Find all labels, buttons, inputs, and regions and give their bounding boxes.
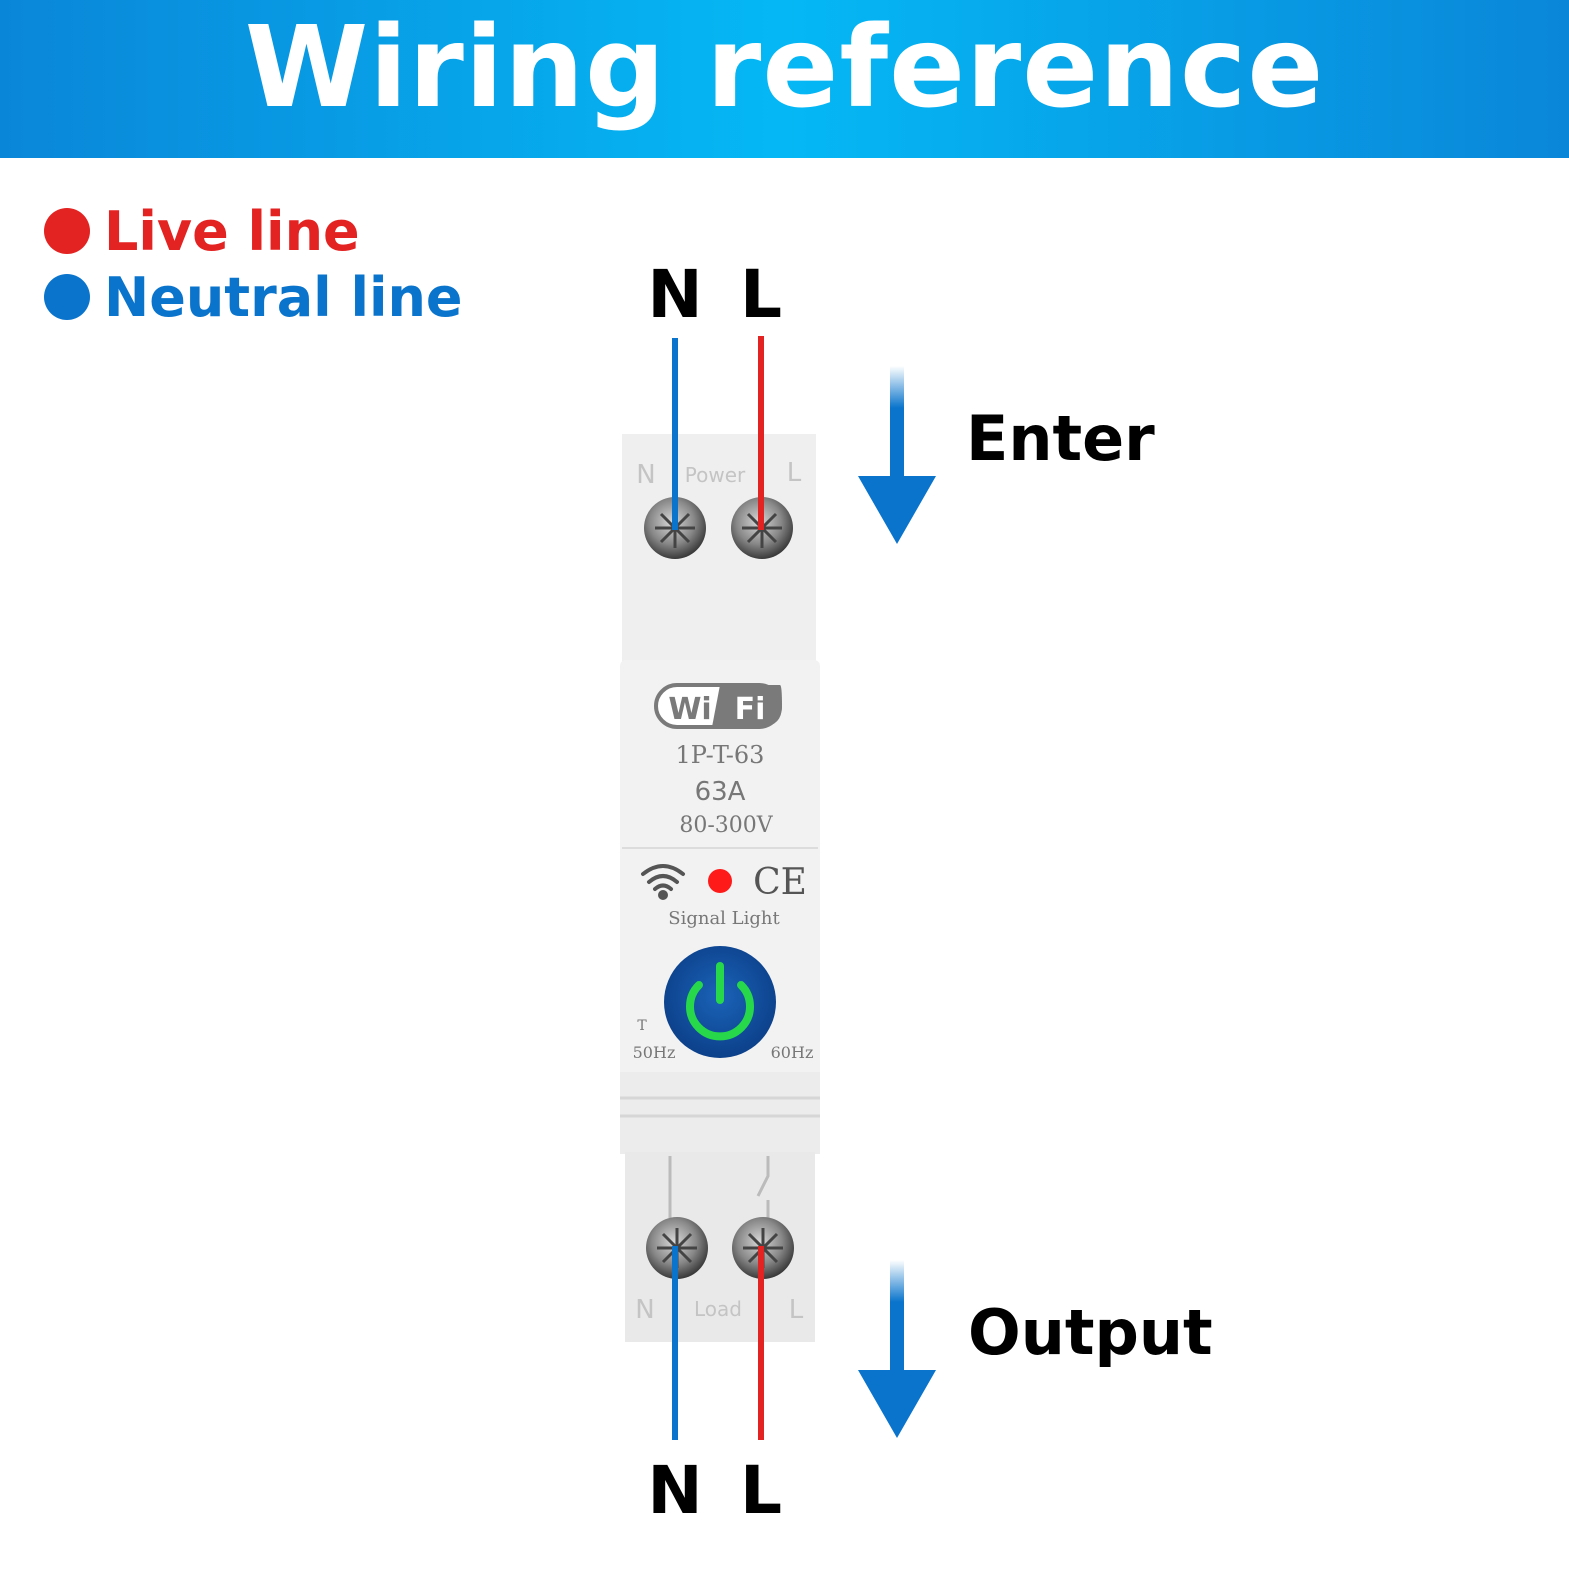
wifi-logo-right: Fi <box>735 692 766 727</box>
live-dot-icon <box>44 208 90 254</box>
ce-mark: CE <box>753 862 807 903</box>
top-terminal-l: L <box>787 458 802 488</box>
enter-arrow-icon <box>858 366 936 544</box>
power-icon <box>686 981 754 1041</box>
model-number: 1P-T-63 <box>676 741 765 769</box>
legend: Live line Neutral line <box>44 198 463 330</box>
current-rating: 63A <box>695 777 746 807</box>
legend-label-live: Live line <box>104 199 360 263</box>
top-neutral-label: N <box>647 256 703 333</box>
t-mark: T <box>637 1018 647 1034</box>
wifi-logo: Wi Fi <box>654 683 782 729</box>
bottom-live-label: L <box>739 1452 783 1529</box>
signal-light-led <box>708 869 732 893</box>
neutral-dot-icon <box>44 274 90 320</box>
bottom-terminal-n: N <box>635 1295 654 1325</box>
bottom-neutral-label: N <box>647 1452 703 1529</box>
rail-clip <box>620 1072 820 1154</box>
bottom-terminal-label: Load <box>694 1297 742 1321</box>
signal-light-label: Signal Light <box>668 908 780 929</box>
breaker-device: N Power L Wi Fi 1P-T-63 63A 80-300V <box>620 434 820 1342</box>
wifi-signal-icon <box>641 864 685 900</box>
legend-item-neutral: Neutral line <box>44 264 463 330</box>
freq-left: 50Hz <box>633 1043 676 1062</box>
voltage-rating: 80-300V <box>679 813 773 838</box>
freq-right: 60Hz <box>771 1043 814 1062</box>
header-banner: Wiring reference <box>0 0 1569 158</box>
output-arrow-icon <box>858 1260 936 1438</box>
switch-symbol-icon <box>756 1156 770 1218</box>
bottom-terminal-l: L <box>789 1295 804 1325</box>
legend-label-neutral: Neutral line <box>104 265 463 329</box>
output-label: Output <box>968 1296 1213 1369</box>
top-live-label: L <box>739 256 783 333</box>
enter-label: Enter <box>966 402 1155 475</box>
top-terminal-label: Power <box>685 463 746 487</box>
power-button[interactable] <box>664 946 776 1058</box>
top-terminal-n: N <box>636 460 655 490</box>
legend-item-live: Live line <box>44 198 463 264</box>
page-title: Wiring reference <box>244 3 1325 133</box>
wifi-logo-left: Wi <box>668 692 711 727</box>
